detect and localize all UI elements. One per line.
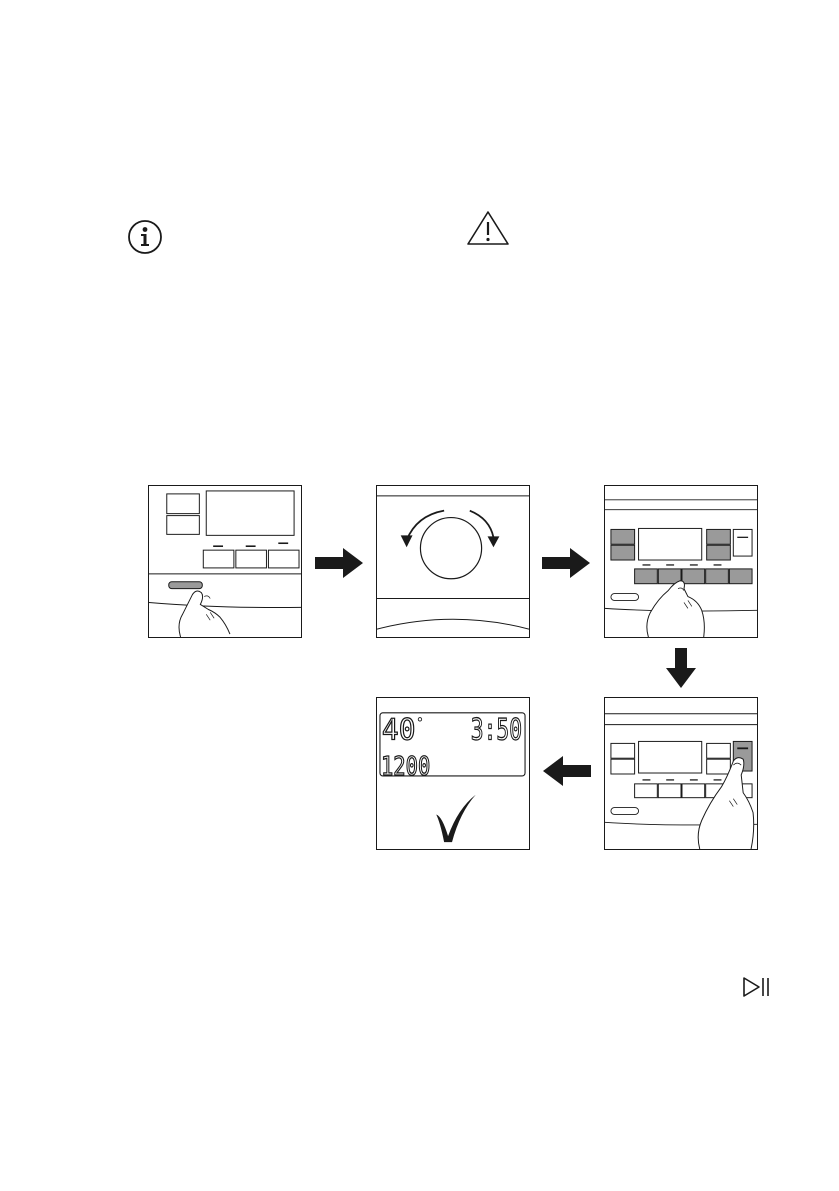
step-3-option-buttons-panel — [604, 485, 758, 638]
info-icon — [127, 219, 163, 255]
step-4-start-button-panel — [604, 697, 758, 850]
arrow-right-icon — [315, 548, 363, 578]
start-pause-icon — [742, 976, 772, 998]
degree-symbol: ° — [416, 716, 423, 732]
step-1-power-on-panel — [148, 485, 302, 638]
time-readout: 3:50 — [471, 712, 522, 746]
arrow-right-icon — [542, 548, 590, 578]
spin-readout: 1200 — [381, 752, 430, 782]
step-2-program-knob-panel — [376, 485, 530, 638]
temperature-readout: 40 — [382, 712, 416, 746]
warning-icon — [466, 210, 510, 246]
arrow-left-icon — [543, 756, 591, 786]
checkmark-icon — [436, 795, 475, 842]
arrow-down-icon — [666, 648, 696, 688]
step-5-display-panel: 40 ° 3:50 1200 — [376, 697, 530, 850]
